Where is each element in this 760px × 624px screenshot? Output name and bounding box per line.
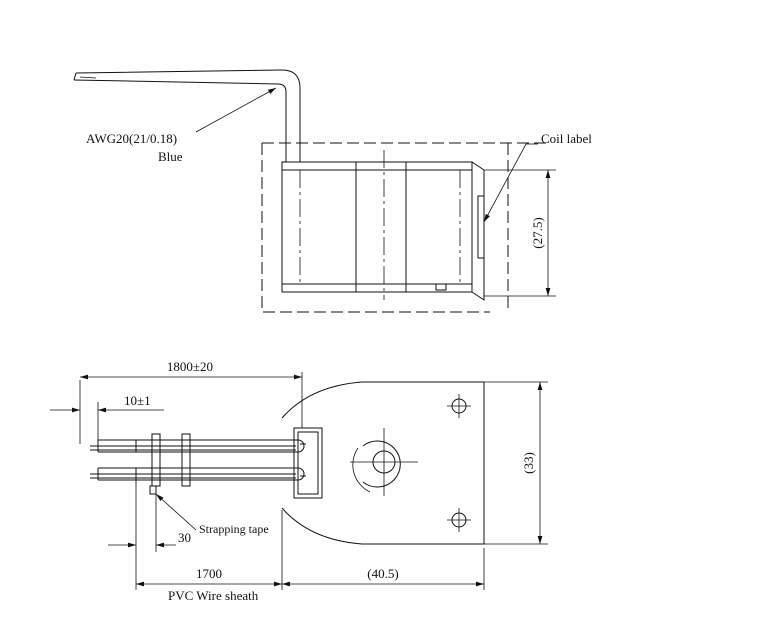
dim-body-height-label: (33) bbox=[521, 452, 536, 474]
dim-body-height: (33) bbox=[484, 381, 548, 545]
sheath-name-label: PVC Wire sheath bbox=[168, 588, 259, 603]
dim-tape-offset-label: 30 bbox=[178, 530, 191, 545]
dim-sheath-length: 1700 PVC Wire sheath bbox=[136, 510, 485, 603]
strapping-tape-leader bbox=[155, 493, 197, 531]
dim-total-length-label: 1800±20 bbox=[167, 359, 213, 374]
coil-body-top bbox=[281, 150, 485, 301]
coil-label-text: Coil label bbox=[541, 131, 592, 146]
mounting-outline-dashed bbox=[261, 142, 548, 313]
wire-bundle bbox=[90, 439, 305, 481]
dim-total-length: 1800±20 bbox=[79, 359, 303, 444]
dim-sheath-length-label: 1700 bbox=[196, 566, 222, 581]
wire-leader bbox=[195, 87, 277, 133]
wire-color-label: Blue bbox=[158, 149, 183, 164]
dim-height-top-label: (27.5) bbox=[530, 217, 545, 248]
dim-strip-length-label: 10±1 bbox=[124, 393, 151, 408]
dim-body-length-label: (40.5) bbox=[367, 566, 398, 581]
mounting-plate bbox=[281, 381, 485, 545]
plunger-hole bbox=[350, 428, 418, 496]
lead-wires-top bbox=[73, 69, 301, 162]
dim-body-length: (40.5) bbox=[282, 566, 484, 587]
mounting-hole-top bbox=[447, 394, 471, 418]
strapping-tape-label: Strapping tape bbox=[199, 522, 269, 536]
dim-strip-length: 10±1 bbox=[50, 393, 164, 440]
bottom-view: 1800±20 10±1 30 Strapping tape 1700 PVC … bbox=[50, 359, 548, 603]
dim-tape-offset: 30 bbox=[108, 480, 191, 590]
top-view: AWG20(21/0.18) Blue Coil label (27.5) bbox=[73, 69, 592, 313]
strapping-tape-bands bbox=[149, 433, 191, 495]
coil-bracket-bottom bbox=[293, 427, 323, 499]
mounting-hole-bottom bbox=[447, 508, 471, 532]
dim-height-top: (27.5) bbox=[484, 169, 556, 297]
wire-spec-label: AWG20(21/0.18) bbox=[86, 131, 177, 146]
coil-label-leader bbox=[483, 143, 527, 223]
